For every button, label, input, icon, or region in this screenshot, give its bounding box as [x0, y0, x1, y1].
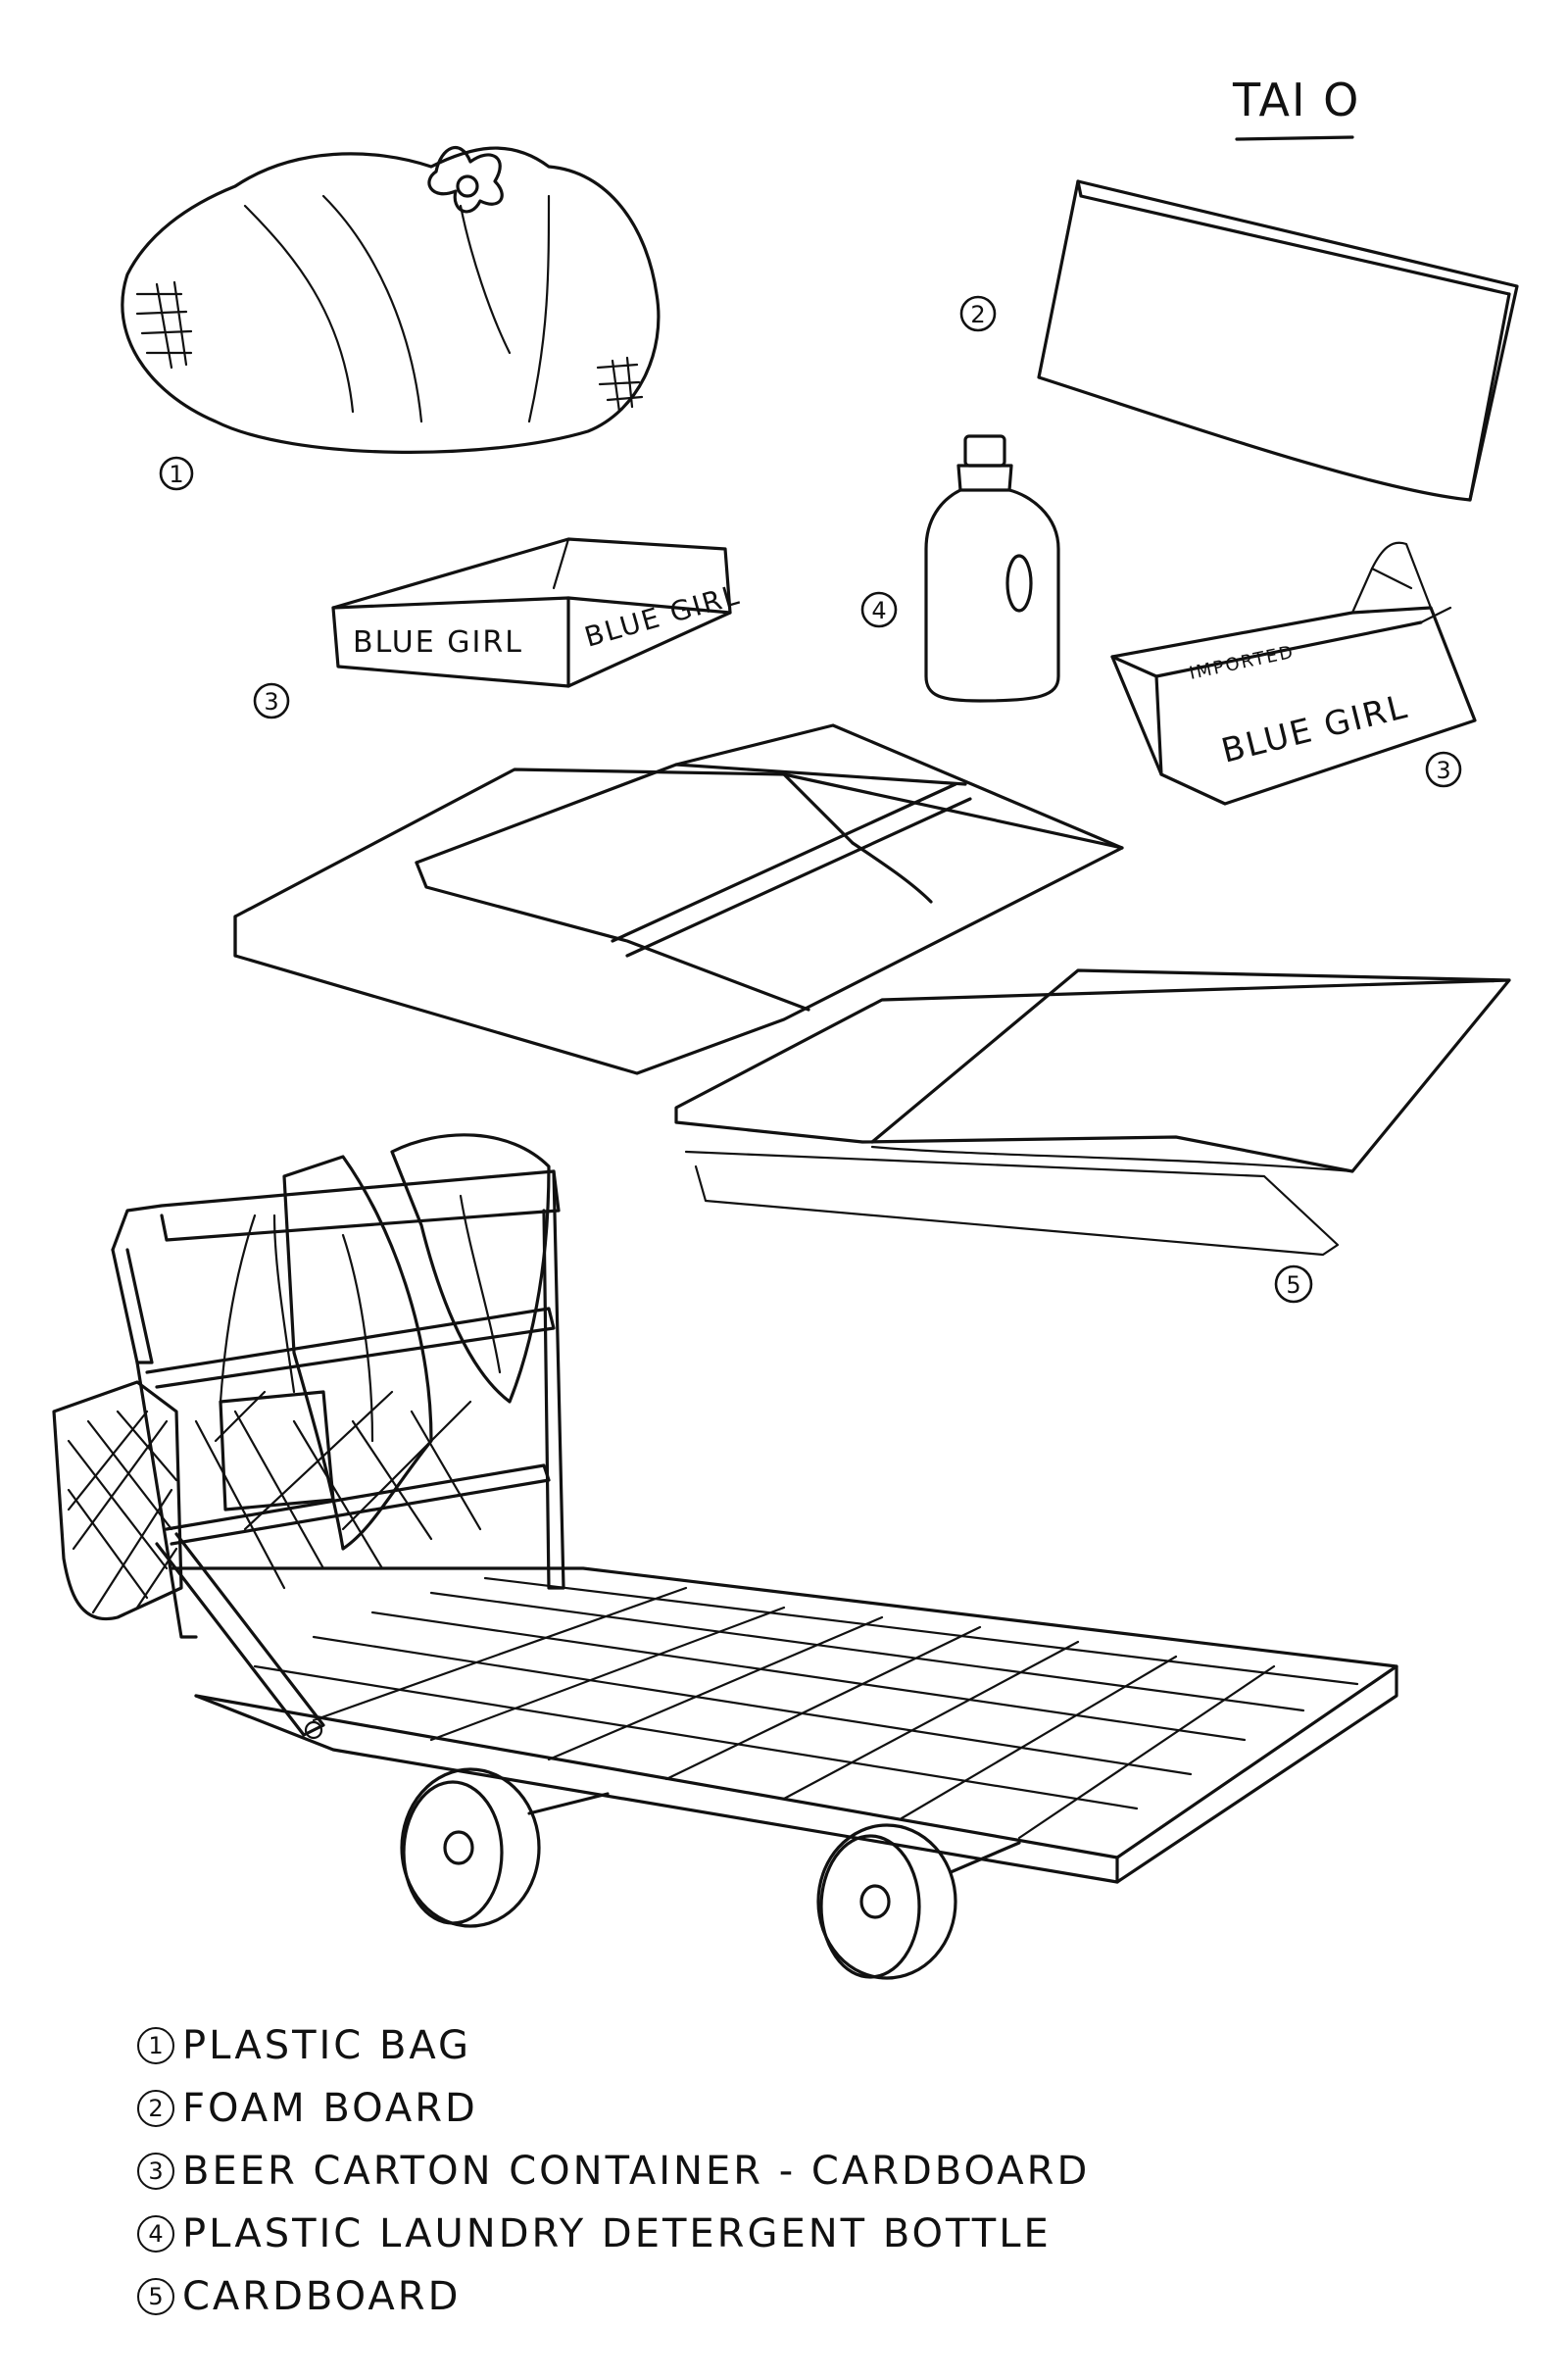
beer-carton-box-drawing: IMPORTED BLUE GIRL: [1110, 541, 1477, 806]
svg-text:4: 4: [871, 597, 886, 624]
legend-text: CARDBOARD: [182, 2274, 462, 2319]
carton-brand-text: BLUE GIRL: [1218, 687, 1413, 771]
hand-trolley-drawing: [52, 1133, 1398, 1980]
carton-front-text: BLUE GIRL: [353, 625, 523, 660]
foam-board-drawing: [1037, 179, 1519, 502]
label-5: 5: [1274, 1264, 1313, 1304]
svg-text:2: 2: [970, 301, 985, 328]
svg-text:5: 5: [1286, 1271, 1300, 1299]
beer-carton-tray-drawing: BLUE GIRL BLUE GIRL: [331, 537, 744, 688]
legend-number: 3: [137, 2153, 174, 2190]
label-1: 1: [159, 456, 194, 491]
legend-text: PLASTIC BAG: [182, 2023, 472, 2068]
label-2: 2: [959, 295, 997, 332]
legend-number: 2: [137, 2090, 174, 2127]
legend-text: PLASTIC LAUNDRY DETERGENT BOTTLE: [182, 2211, 1052, 2256]
label-3-small: 3: [253, 682, 290, 719]
detergent-bottle-drawing: [924, 434, 1060, 703]
plastic-bag-drawing: [121, 146, 661, 454]
svg-text:1: 1: [169, 461, 183, 488]
svg-text:3: 3: [1436, 757, 1450, 784]
legend-item: 4 PLASTIC LAUNDRY DETERGENT BOTTLE: [137, 2203, 1090, 2265]
carton-imported-text: IMPORTED: [1188, 642, 1297, 684]
legend-item: 2 FOAM BOARD: [137, 2077, 1090, 2140]
label-3-large: 3: [1425, 751, 1462, 788]
label-4: 4: [860, 591, 898, 628]
legend-text: FOAM BOARD: [182, 2086, 478, 2131]
legend-number: 5: [137, 2278, 174, 2315]
title-underline: [1235, 135, 1354, 141]
legend-item: 3 BEER CARTON CONTAINER - CARDBOARD: [137, 2140, 1090, 2203]
legend-text: BEER CARTON CONTAINER - CARDBOARD: [182, 2149, 1091, 2194]
legend-item: 5 CARDBOARD: [137, 2265, 1090, 2328]
legend-number: 4: [137, 2215, 174, 2253]
cardboard-stack-drawing: [233, 723, 1511, 1257]
legend-item: 1 PLASTIC BAG: [137, 2014, 1090, 2077]
svg-text:3: 3: [264, 688, 278, 716]
page-title: TAI O: [1232, 74, 1360, 126]
legend: 1 PLASTIC BAG 2 FOAM BOARD 3 BEER CARTON…: [137, 2014, 1090, 2328]
legend-number: 1: [137, 2027, 174, 2064]
